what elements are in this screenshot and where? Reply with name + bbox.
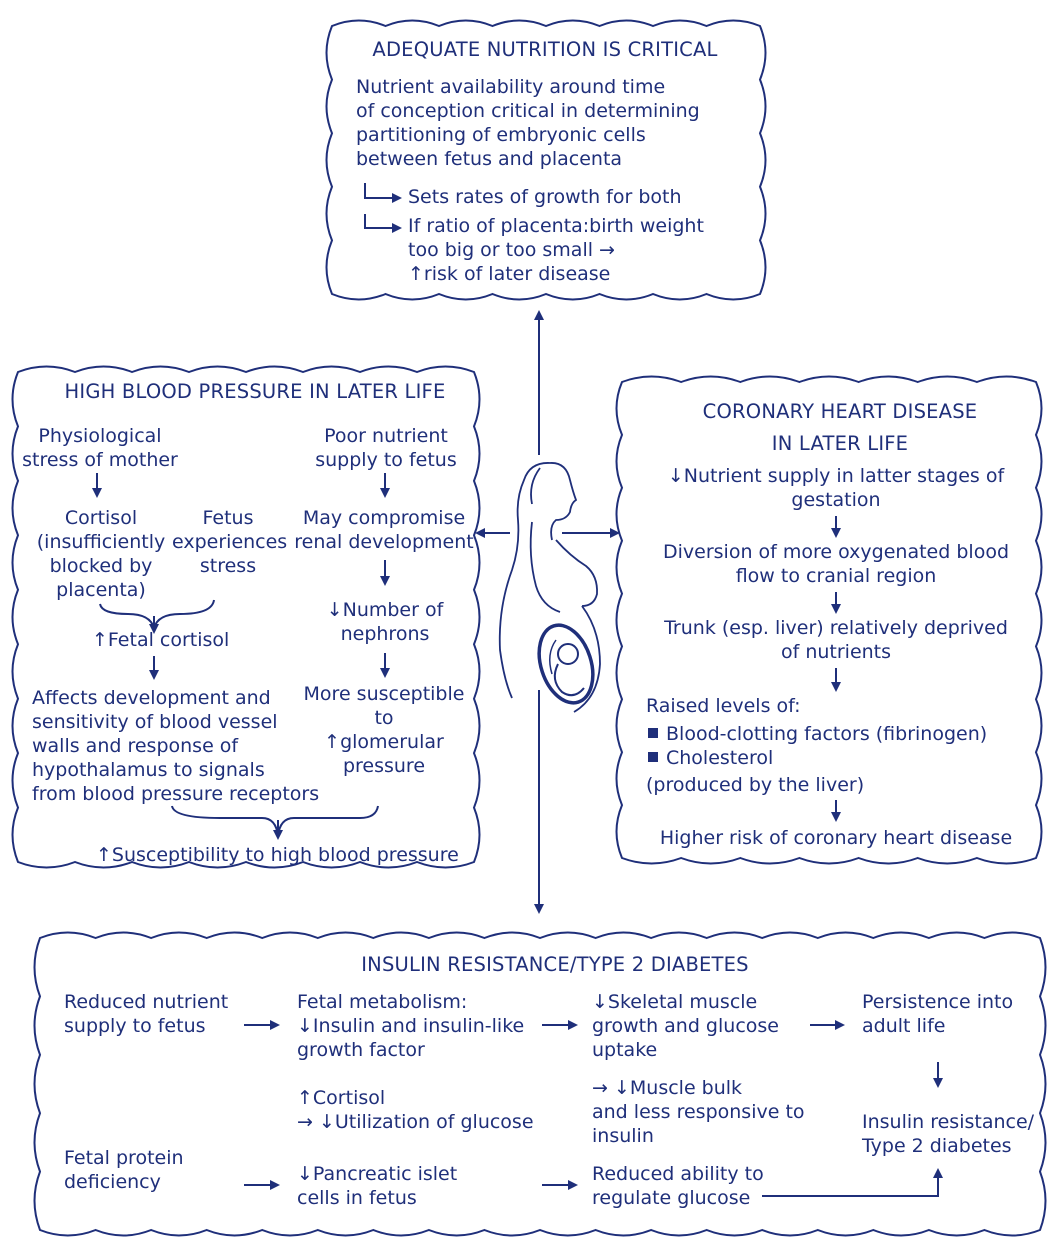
ins-skeletal: ↓Skeletal muscle growth and glucose upta… [592,991,779,1061]
bp-susceptible: More susceptible to ↑glomerular pressure [303,683,465,777]
arrow-ins-7 [762,1168,943,1197]
pregnant-woman-illustration [498,462,601,713]
chd-raised-levels: Raised levels of: [646,695,801,717]
cloud-nutrition [325,19,767,301]
chd-step-3: Trunk (esp. liver) relatively deprived o… [664,617,1008,663]
ins-cortisol: ↑Cortisol → ↓Utilization of glucose [297,1087,534,1133]
arrow-nutrition-2 [364,214,402,233]
bp-outcome: ↑Susceptibility to high blood pressure [96,844,459,866]
ins-regulate: Reduced ability to regulate glucose [592,1163,764,1209]
bullet-icon [648,728,658,738]
chd-item-fibrinogen: Blood-clotting factors (fibrinogen) [666,723,988,745]
coronary-title: CORONARY HEART DISEASE IN LATER LIFE [702,400,978,455]
merge-bp-outcome [171,805,379,837]
chd-item-cholesterol: Cholesterol [666,747,774,769]
arrow-nutrition-1 [364,183,402,203]
cloud-coronary [615,375,1043,865]
bp-nephrons: ↓Number of nephrons [326,599,444,645]
nutrition-point-1: Sets rates of growth for both [408,186,682,208]
merge-bp-cortisol [99,599,215,632]
bp-affects: Affects development and sensitivity of b… [32,687,320,805]
ins-reduced-supply: Reduced nutrient supply to fetus [64,991,229,1037]
insulin-title: INSULIN RESISTANCE/TYPE 2 DIABETES [361,953,749,976]
nutrition-point-2: If ratio of placenta:birth weight too bi… [408,215,704,285]
cloud-blood-pressure [11,365,481,869]
chd-step-1: ↓Nutrient supply in latter stages of ges… [667,465,1005,511]
chd-produced-by-liver: (produced by the liver) [646,774,865,796]
nutrition-body: Nutrient availability around time of con… [356,76,700,170]
chd-step-2: Diversion of more oxygenated blood flow … [663,541,1009,587]
cloud-insulin [33,931,1047,1237]
bp-maternal-stress: Physiological stress of mother [22,425,178,471]
nutrition-title: ADEQUATE NUTRITION IS CRITICAL [372,38,718,61]
ins-fetal-metabolism: Fetal metabolism: ↓Insulin and insulin-l… [297,991,525,1061]
bp-fetal-cortisol: ↑Fetal cortisol [92,629,230,651]
bullet-icon [648,752,658,762]
ins-persistence: Persistence into adult life [862,991,1014,1037]
ins-protein-deficiency: Fetal protein deficiency [64,1147,184,1193]
ins-resistance: Insulin resistance/ Type 2 diabetes [862,1111,1035,1157]
ins-muscle-bulk: → ↓Muscle bulk and less responsive to in… [592,1077,805,1147]
bp-poor-supply: Poor nutrient supply to fetus [315,425,457,471]
chd-outcome: Higher risk of coronary heart disease [659,827,1013,849]
blood-pressure-title: HIGH BLOOD PRESSURE IN LATER LIFE [64,380,446,403]
bp-cortisol: Cortisol (insufficiently blocked by plac… [36,507,166,601]
bp-renal: May compromise renal development [294,507,474,553]
ins-pancreatic: ↓Pancreatic islet cells in fetus [297,1163,458,1209]
bp-fetus-stress: Fetus experiences stress [172,507,288,577]
